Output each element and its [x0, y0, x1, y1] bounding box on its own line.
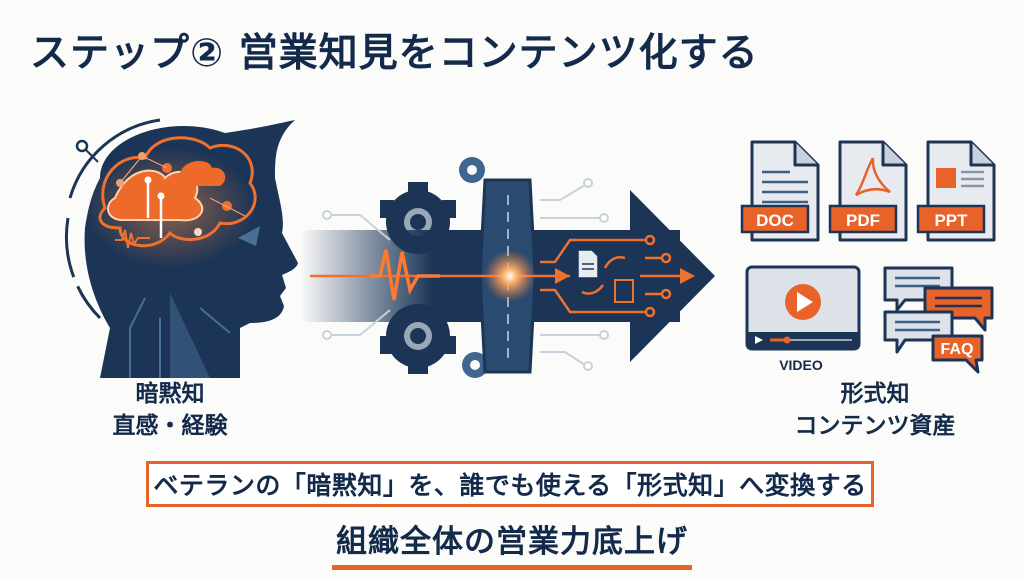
svg-text:PPT: PPT: [934, 211, 968, 230]
tacit-knowledge-subtitle: 直感・経験: [112, 413, 228, 439]
tacit-knowledge-title: 暗黙知: [135, 381, 205, 407]
video-player-icon: [745, 265, 861, 351]
chat-bubbles-icon: FAQ: [883, 266, 994, 374]
conversion-callout: ベテランの「暗黙知」を、誰でも使える「形式知」へ変換する: [146, 461, 874, 507]
svg-text:DOC: DOC: [756, 211, 794, 230]
explicit-knowledge-label: 形式知 コンテンツ資産: [775, 378, 975, 442]
ppt-file-icon: PPT: [916, 140, 996, 242]
tagline: 組織全体の営業力底上げ: [0, 516, 1024, 570]
page-title: ステップ② 営業知見をコンテンツ化する: [30, 31, 759, 76]
conversion-arrow-icon: [300, 157, 715, 378]
video-label: VIDEO: [779, 357, 823, 373]
small-gear-icon: [459, 157, 488, 378]
tagline-text: 組織全体の営業力底上げ: [332, 516, 692, 570]
head-brain-icon: [64, 118, 298, 378]
faq-badge: FAQ: [941, 341, 974, 358]
transfer-arrows-icon: [581, 256, 626, 295]
tacit-knowledge-label: 暗黙知 直感・経験: [80, 378, 260, 442]
conversion-panel: [300, 140, 720, 380]
explicit-knowledge-title: 形式知: [840, 381, 910, 407]
document-icon: [577, 249, 599, 279]
waveform-icon: [370, 249, 440, 301]
explicit-knowledge-subtitle: コンテンツ資産: [794, 413, 956, 439]
explicit-knowledge-panel: DOC PDF PPT VID: [740, 140, 1010, 380]
pdf-file-icon: PDF: [828, 140, 908, 242]
tacit-knowledge-panel: [60, 118, 300, 378]
doc-file-icon: DOC: [740, 140, 820, 242]
svg-text:PDF: PDF: [846, 211, 880, 230]
